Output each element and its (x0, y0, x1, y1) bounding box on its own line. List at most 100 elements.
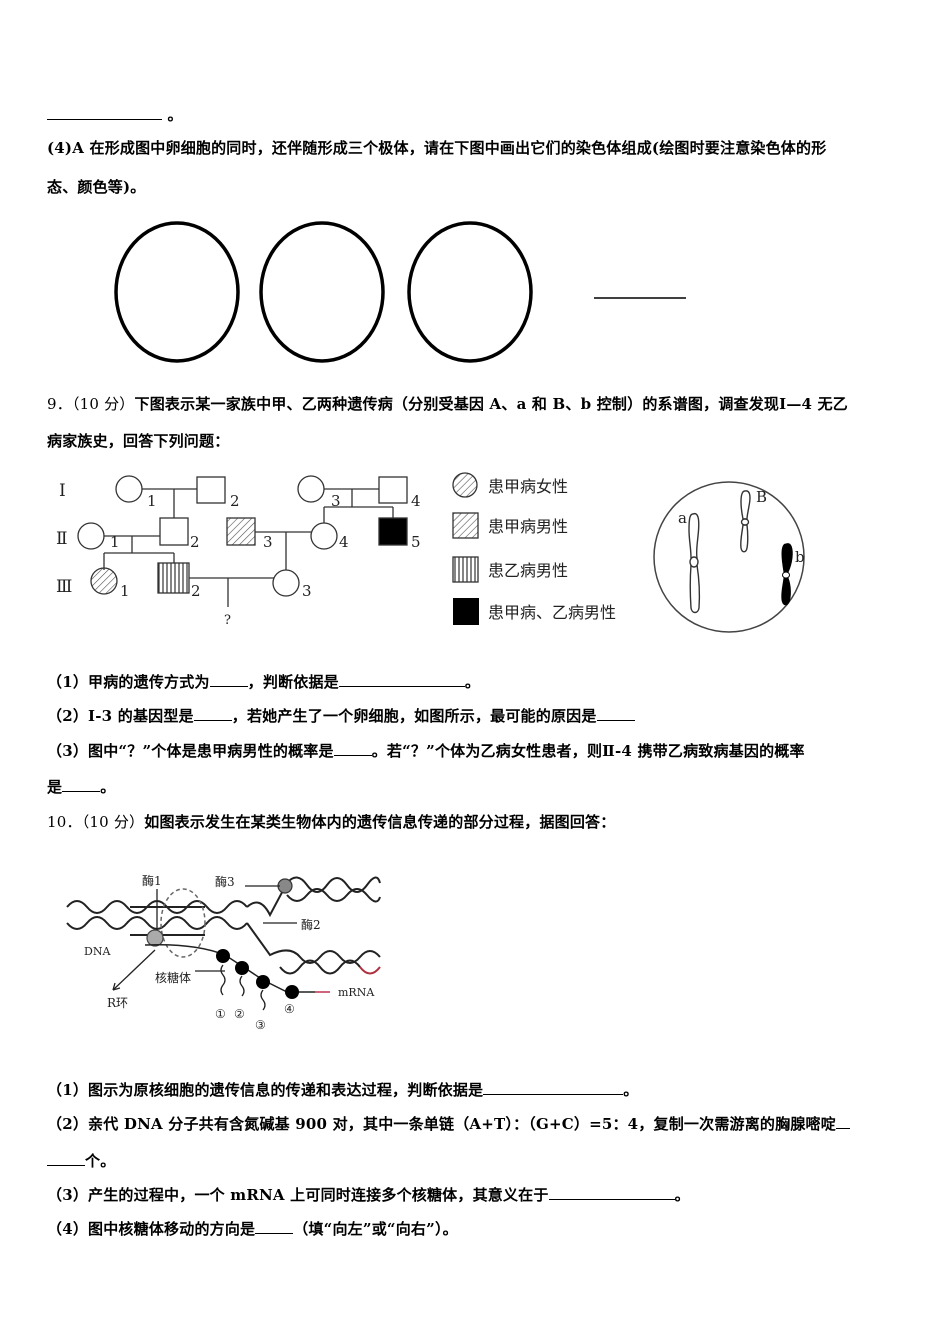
part-text: 。若“？”个体为乙病女性患者，则Ⅱ-4 携带乙病致病基因的概率 (371, 742, 805, 760)
question-number: 9． (47, 395, 72, 413)
answer-blank[interactable] (62, 777, 101, 792)
part-text: （3）产生的过程中，一个 mRNA 上可同时连接多个核糖体，其意义在于 (47, 1186, 549, 1204)
label-peptide-4: ④ (284, 1002, 295, 1016)
part-text: （4）图中核糖体移动的方向是 (47, 1220, 256, 1238)
q9-stem-line1: 9．（10 分）下图表示某一家族中甲、乙两种遗传病（分别受基因 A、a 和 B、… (47, 393, 848, 414)
q9-stem-line2: 病家族史，回答下列问题： (47, 432, 230, 450)
answer-blank[interactable] (548, 1185, 675, 1200)
gene-expression-diagram: 酶1 酶3 酶2 DNA 核糖体 R环 mRNA ① ② ③ ④ (66, 873, 381, 1032)
part-text: ，若她产生了一个卵细胞，如图所示，最可能的原因是 (231, 707, 597, 725)
label-b: b (795, 548, 805, 566)
label-enzyme2: 酶2 (301, 917, 321, 932)
polar-body-drawing-area[interactable] (100, 220, 700, 370)
svg-text:2: 2 (230, 492, 240, 510)
generation-I: Ⅰ (59, 481, 66, 501)
answer-blank[interactable] (47, 1151, 85, 1166)
pedigree-chart: Ⅰ Ⅱ Ⅲ 1 2 3 4 1 (56, 475, 421, 628)
hatched-square-icon (452, 512, 479, 539)
svg-text:1: 1 (110, 533, 120, 551)
svg-text:3: 3 (263, 533, 273, 551)
q10-part3: （3）产生的过程中，一个 mRNA 上可同时连接多个核糖体，其意义在于 。 (47, 1184, 690, 1205)
label-peptide-2: ② (234, 1007, 245, 1021)
question-stem: 下图表示某一家族中甲、乙两种遗传病（分别受基因 A、a 和 B、b 控制）的系谱… (134, 395, 849, 413)
q10-stem: 10．（10 分）如图表示发生在某类生物体内的遗传信息传递的部分过程，据图回答： (47, 811, 615, 832)
label-dna: DNA (84, 945, 111, 958)
legend-item: 患甲病、乙病男性 (450, 595, 616, 627)
svg-text:1: 1 (147, 492, 157, 510)
svg-text:5: 5 (411, 533, 421, 551)
chromosome-b (781, 543, 793, 606)
generation-II: Ⅱ (56, 529, 68, 549)
svg-text:4: 4 (339, 533, 349, 551)
answer-blank[interactable] (209, 672, 248, 687)
part-text: （1）图示为原核细胞的遗传信息的传递和表达过程，判断依据是 (47, 1081, 484, 1099)
q9-part1: （1）甲病的遗传方式为 ，判断依据是 。 (47, 671, 480, 692)
answer-blank[interactable] (596, 706, 635, 721)
period: 。 (167, 106, 183, 124)
label-enzyme1: 酶1 (142, 873, 162, 888)
label-peptide-3: ③ (255, 1018, 266, 1032)
label-enzyme3: 酶3 (215, 874, 235, 889)
legend-item: 患乙病男性 (450, 554, 568, 584)
q9-part3-cont: 是。 (47, 776, 115, 797)
label-a: a (678, 509, 687, 527)
chromosome-a (688, 512, 701, 614)
label-B: B (756, 488, 767, 506)
answer-blank[interactable] (47, 105, 162, 120)
part-text: ，判断依据是 (247, 673, 339, 691)
answer-blank[interactable] (333, 741, 372, 756)
part-text: （2）Ⅰ-3 的基因型是 (47, 707, 194, 725)
label-r-loop: R环 (107, 996, 128, 1010)
part-text: （3）图中“？”个体是患甲病男性的概率是 (47, 742, 334, 760)
answer-blank[interactable] (483, 1080, 624, 1095)
answer-blank[interactable] (338, 672, 465, 687)
hatched-circle-icon (452, 472, 478, 498)
filled-square-icon (453, 598, 479, 625)
label-ribosome: 核糖体 (155, 970, 191, 985)
question-score: （10 分） (81, 813, 145, 831)
q9-part3: （3）图中“？”个体是患甲病男性的概率是 。若“？”个体为乙病女性患者，则Ⅱ-4 … (47, 740, 805, 761)
answer-blank[interactable] (255, 1219, 294, 1234)
part-text: （填“向左”或“向右”）。 (293, 1220, 458, 1238)
part-text: 是 (47, 778, 63, 796)
empty-cell-circle-1 (114, 221, 240, 363)
label-mrna: mRNA (338, 986, 375, 999)
empty-cell-circle-2 (259, 221, 385, 363)
legend-label: 患甲病、乙病男性 (488, 603, 617, 622)
answer-blank[interactable] (835, 1114, 850, 1129)
generation-III: Ⅲ (56, 577, 72, 597)
chromosome-B (740, 490, 751, 553)
part-text: 。 (623, 1081, 639, 1099)
svg-text:3: 3 (331, 492, 341, 510)
q8-answer-line: 。 (47, 104, 183, 125)
q9-part2: （2）Ⅰ-3 的基因型是 ，若她产生了一个卵细胞，如图所示，最可能的原因是 (47, 705, 635, 726)
svg-text:1: 1 (120, 582, 130, 600)
legend-item: 患甲病女性 (450, 470, 568, 500)
legend-item: 患甲病男性 (450, 510, 568, 540)
svg-text:2: 2 (191, 582, 201, 600)
q10-part2-cont: 个。 (47, 1150, 115, 1171)
part-text: 。 (464, 673, 481, 691)
part-text: 个。 (85, 1152, 116, 1170)
part-text: （2）亲代 DNA 分子共有含氮碱基 900 对，其中一条单链（A+T）：（G+… (47, 1115, 836, 1133)
egg-cell-diagram: a B b (653, 481, 805, 633)
answer-blank[interactable] (193, 706, 232, 721)
striped-square-icon (452, 556, 479, 583)
empty-cell-circle-3 (407, 221, 533, 363)
legend-label: 患甲病女性 (488, 477, 569, 496)
svg-text:4: 4 (411, 492, 421, 510)
legend-label: 患乙病男性 (488, 561, 569, 580)
part-text: （1）甲病的遗传方式为 (47, 673, 210, 691)
question-score: （10 分） (71, 395, 135, 413)
question-number: 10． (47, 813, 82, 831)
q10-part1: （1）图示为原核细胞的遗传信息的传递和表达过程，判断依据是 。 (47, 1079, 638, 1100)
svg-text:2: 2 (190, 533, 200, 551)
legend-label: 患甲病男性 (488, 517, 569, 536)
question-stem: 如图表示发生在某类生物体内的遗传信息传递的部分过程，据图回答： (144, 813, 616, 831)
part-text: 。 (674, 1186, 690, 1204)
q8-part4-line1: (4)A 在形成图中卵细胞的同时，还伴随形成三个极体，请在下图中画出它们的染色体… (47, 139, 827, 157)
unknown-individual-label: ? (224, 613, 231, 628)
svg-text:3: 3 (302, 582, 312, 600)
part-text: 。 (100, 778, 116, 796)
q10-part2: （2）亲代 DNA 分子共有含氮碱基 900 对，其中一条单链（A+T）：（G+… (47, 1113, 850, 1134)
